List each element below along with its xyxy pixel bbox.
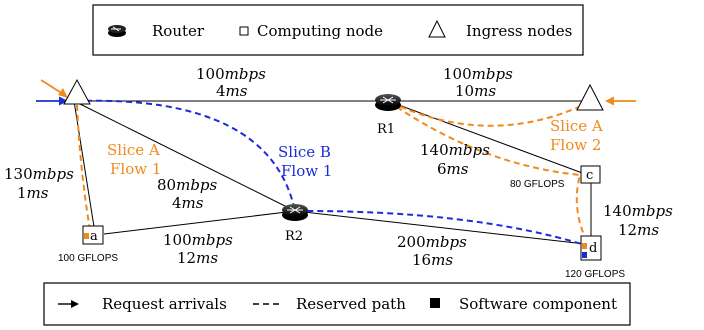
link-label-a-r2: 100mbps 12ms — [163, 231, 233, 267]
svg-text:Slice A: Slice A — [550, 117, 603, 135]
link-label-top-right: 100mbps 10ms — [443, 65, 513, 100]
slice-a-flow1-label: Slice A Flow 1 — [107, 141, 161, 178]
svg-text:Flow 1: Flow 1 — [281, 162, 332, 180]
svg-text:Flow 2: Flow 2 — [550, 136, 601, 154]
legend-top: Router Computing node Ingress nodes — [92, 4, 584, 56]
triangle-icon — [428, 19, 446, 38]
link-label-top-left: 100mbps 4ms — [196, 65, 266, 100]
svg-text:140mbps: 140mbps — [420, 141, 490, 159]
legend-ingress-label: Ingress nodes — [466, 22, 572, 40]
slice-b-flow1-label: Slice B Flow 1 — [278, 143, 332, 180]
svg-text:100mbps: 100mbps — [196, 65, 266, 83]
legend-request-arrivals-label: Request arrivals — [102, 295, 227, 313]
svg-text:Flow 1: Flow 1 — [110, 160, 161, 178]
link-ingress1-a — [73, 100, 96, 234]
legend-bottom-box — [43, 282, 631, 326]
svg-text:12ms: 12ms — [618, 221, 659, 239]
router-r1-label: R1 — [377, 122, 395, 137]
router-r1 — [375, 94, 401, 111]
square-icon — [239, 26, 249, 36]
svg-text:6ms: 6ms — [437, 160, 469, 178]
ingress-node-right — [576, 83, 604, 111]
svg-text:Slice B: Slice B — [278, 143, 331, 161]
link-label-left: 130mbps 1ms — [4, 165, 74, 202]
link-label-r1-c: 140mbps 6ms — [420, 141, 490, 178]
link-label-diag-left: 80mbps 4ms — [157, 176, 218, 212]
computing-node-a: a — [82, 225, 104, 245]
svg-text:130mbps: 130mbps — [4, 165, 74, 183]
router-r2 — [282, 204, 308, 221]
ingress-node-left — [63, 78, 91, 105]
node-a-label: a — [90, 229, 98, 244]
svg-text:4ms: 4ms — [172, 194, 204, 212]
link-r1-c — [387, 100, 586, 175]
arrow-icon — [58, 300, 79, 308]
computing-node-c: c — [580, 165, 601, 184]
router-r2-label: R2 — [285, 229, 303, 244]
link-a-r2 — [103, 210, 296, 235]
request-arrows — [36, 79, 636, 106]
legend-bottom: Request arrivals Reserved path Software … — [43, 282, 631, 326]
legend-top-box — [92, 4, 584, 56]
svg-text:100mbps: 100mbps — [443, 65, 513, 83]
svg-text:10ms: 10ms — [455, 82, 496, 100]
legend-computing-node-label: Computing node — [257, 22, 383, 40]
computing-node-d: d — [580, 235, 602, 261]
node-d-label: d — [589, 241, 597, 256]
svg-text:4ms: 4ms — [216, 82, 248, 100]
node-c-capacity: 80 GFLOPS — [510, 179, 565, 190]
path-slice-b-flow1 — [75, 99, 586, 246]
node-c-label: c — [586, 168, 593, 183]
legend-router-label: Router — [152, 22, 205, 40]
svg-text:Slice A: Slice A — [107, 141, 160, 159]
software-component — [582, 243, 587, 249]
slice-a-flow2-label: Slice A Flow 2 — [550, 117, 603, 154]
svg-text:80mbps: 80mbps — [157, 176, 218, 194]
link-r2-d — [294, 210, 586, 245]
path-slice-a-flow1 — [76, 104, 91, 231]
legend-reserved-path-label: Reserved path — [296, 295, 406, 313]
svg-text:200mbps: 200mbps — [397, 233, 467, 251]
svg-text:1ms: 1ms — [17, 184, 49, 202]
software-component — [582, 252, 587, 258]
svg-text:100mbps: 100mbps — [163, 231, 233, 249]
router-icon — [108, 25, 126, 37]
node-d-capacity: 120 GFLOPS — [565, 269, 625, 280]
svg-text:12ms: 12ms — [177, 249, 218, 267]
filled-square-icon — [430, 298, 440, 308]
link-label-r2-d: 200mbps 16ms — [397, 233, 467, 269]
path-slice-a-flow2 — [387, 100, 591, 236]
software-component — [84, 233, 89, 239]
legend-software-component-label: Software component — [459, 295, 617, 313]
reserved-paths — [75, 99, 591, 246]
link-label-c-d: 140mbps 12ms — [603, 202, 673, 239]
node-a-capacity: 100 GFLOPS — [58, 253, 118, 264]
links — [73, 100, 598, 245]
svg-text:16ms: 16ms — [412, 251, 453, 269]
svg-text:140mbps: 140mbps — [603, 202, 673, 220]
link-ingress1-r2 — [73, 100, 296, 212]
